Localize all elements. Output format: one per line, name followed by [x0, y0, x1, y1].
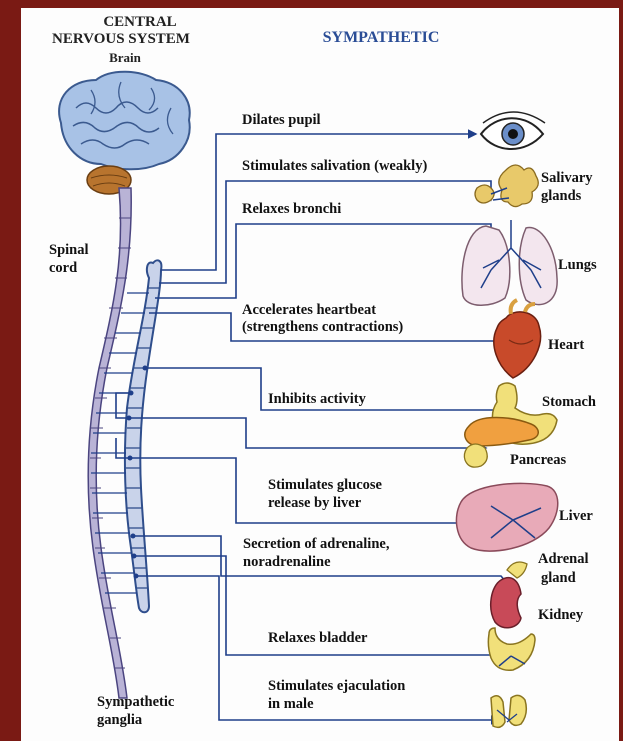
cns-heading-line1: CENTRAL — [85, 14, 195, 30]
organ-label-adrenal-line2: gland — [541, 570, 576, 586]
eye-illustration — [481, 112, 545, 149]
spinal-cord-label-line1: Spinal — [49, 242, 89, 258]
organ-label-salivary-line1: Salivary — [541, 170, 593, 186]
cns-heading-line2: NERVOUS SYSTEM — [31, 31, 211, 47]
nerve-to-genitals — [136, 576, 499, 720]
bladder-illustration — [488, 628, 535, 670]
effect-relaxes-bladder: Relaxes bladder — [268, 630, 367, 646]
heart-illustration — [494, 300, 541, 378]
organ-label-stomach: Stomach — [542, 394, 596, 410]
effect-salivation: Stimulates salivation (weakly) — [242, 158, 427, 174]
diagram-frame: CENTRAL NERVOUS SYSTEM Brain SYMPATHETIC… — [21, 8, 619, 741]
ganglia-label-line1: Sympathetic — [97, 694, 174, 710]
organ-label-adrenal-line1: Adrenal — [538, 551, 589, 567]
nerve-to-lungs — [155, 224, 491, 298]
genitals-illustration — [491, 695, 526, 727]
diagram-title: SYMPATHETIC — [281, 30, 481, 46]
adrenal-kidney-illustration — [491, 562, 527, 628]
lungs-illustration — [462, 220, 557, 305]
effect-ejaculation-line2: in male — [268, 696, 314, 712]
organ-label-salivary-line2: glands — [541, 188, 581, 204]
brain-illustration — [59, 72, 190, 194]
nerve-to-salivary — [159, 181, 491, 283]
effect-relaxes-bronchi: Relaxes bronchi — [242, 201, 341, 217]
liver-illustration — [456, 483, 557, 551]
effect-adrenaline-line1: Secretion of adrenaline, — [243, 536, 389, 552]
effect-heartbeat-line2: (strengthens contractions) — [242, 319, 403, 335]
effect-ejaculation-line1: Stimulates ejaculation — [268, 678, 405, 694]
organ-label-liver: Liver — [559, 508, 593, 524]
spinal-cord-label-line2: cord — [49, 260, 77, 276]
effect-adrenaline-line2: noradrenaline — [243, 554, 331, 570]
organ-label-lungs: Lungs — [558, 257, 597, 273]
ganglia-label-line2: ganglia — [97, 712, 142, 728]
organ-label-kidney: Kidney — [538, 607, 583, 623]
organ-label-pancreas: Pancreas — [510, 452, 566, 468]
effect-glucose-line1: Stimulates glucose — [268, 477, 382, 493]
brain-label: Brain — [95, 50, 155, 66]
effect-inhibits-activity: Inhibits activity — [268, 391, 366, 407]
effect-dilates-pupil: Dilates pupil — [242, 112, 321, 128]
organ-label-heart: Heart — [548, 337, 584, 353]
salivary-glands-illustration — [475, 165, 538, 207]
effect-heartbeat-line1: Accelerates heartbeat — [242, 302, 376, 318]
effect-glucose-line2: release by liver — [268, 495, 361, 511]
